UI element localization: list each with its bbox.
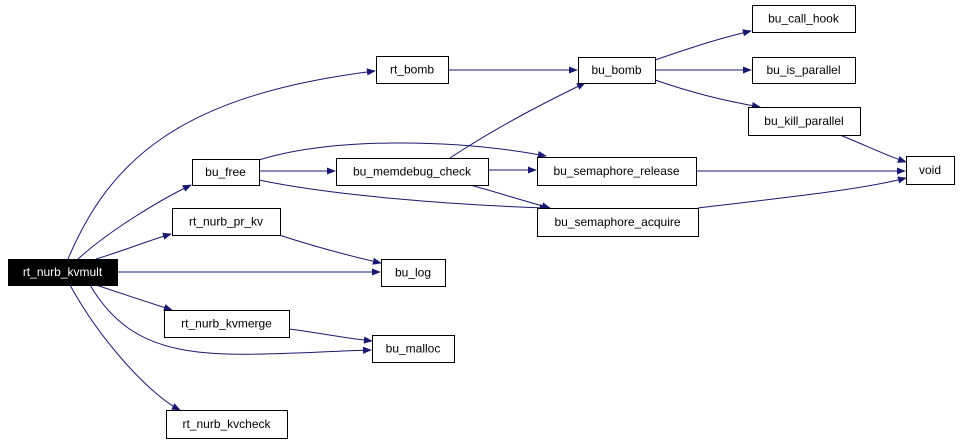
node-bu-call-hook[interactable]: bu_call_hook (752, 5, 856, 33)
node-box (578, 57, 656, 84)
edge-bu-free-to-bu-semaphore-release (258, 142, 547, 161)
node-bu-malloc[interactable]: bu_malloc (372, 335, 455, 363)
node-label: bu_kill_parallel (764, 114, 843, 128)
edge-bu-free-to-bu-semaphore-acquire (258, 179, 549, 212)
edge-bu-semaphore-acquire-to-void (697, 176, 907, 209)
edge-bu-bomb-to-bu-kill-parallel (654, 79, 761, 110)
node-rt-nurb-pr-kv[interactable]: rt_nurb_pr_kv (172, 208, 281, 236)
node-bu-memdebug-check[interactable]: bu_memdebug_check (336, 158, 489, 186)
node-box (192, 159, 260, 186)
edges-layer (67, 29, 907, 411)
node-bu-is-parallel[interactable]: bu_is_parallel (752, 57, 856, 84)
node-bu-free[interactable]: bu_free (192, 159, 260, 186)
node-box (8, 259, 118, 286)
node-label: rt_bomb (390, 63, 434, 77)
node-label: bu_call_hook (768, 12, 840, 26)
node-label: bu_is_parallel (766, 63, 840, 77)
node-label: rt_nurb_kvcheck (182, 417, 271, 431)
node-bu-kill-parallel[interactable]: bu_kill_parallel (748, 107, 861, 136)
node-bu-semaphore-release[interactable]: bu_semaphore_release (537, 157, 697, 186)
node-box (164, 310, 290, 338)
node-label: rt_nurb_pr_kv (189, 215, 263, 229)
node-box (752, 5, 856, 33)
node-box (537, 157, 697, 186)
edge-rt-nurb-kvmerge-to-bu-malloc (288, 328, 373, 344)
edge-bu-memdebug-check-to-bu-bomb (449, 82, 586, 159)
node-box (906, 156, 955, 185)
edge-bu-kill-parallel-to-void (839, 134, 907, 163)
node-label: bu_semaphore_acquire (554, 215, 680, 229)
node-void[interactable]: void (906, 156, 955, 185)
edge-rt-nurb-kvmult-to-bu-malloc (89, 284, 372, 355)
node-box (376, 56, 449, 84)
edge-bu-bomb-to-bu-call-hook (654, 29, 752, 61)
node-box (172, 208, 281, 236)
node-rt-bomb[interactable]: rt_bomb (376, 56, 449, 84)
node-box (748, 107, 861, 136)
node-label: rt_nurb_kvmult (23, 265, 103, 279)
node-rt-nurb-kvmerge[interactable]: rt_nurb_kvmerge (164, 310, 290, 338)
node-rt-nurb-kvcheck[interactable]: rt_nurb_kvcheck (166, 410, 288, 439)
node-box (537, 208, 699, 237)
node-label: bu_bomb (591, 63, 641, 77)
node-box (372, 335, 455, 363)
node-rt-nurb-kvmult[interactable]: rt_nurb_kvmult (8, 259, 118, 286)
node-bu-bomb[interactable]: bu_bomb (578, 57, 656, 84)
edge-bu-memdebug-check-to-bu-semaphore-acquire (469, 184, 551, 210)
node-label: void (919, 163, 941, 177)
node-label: bu_log (395, 266, 431, 280)
edge-rt-nurb-kvmult-to-rt-nurb-kvmerge (95, 284, 173, 311)
node-label: bu_semaphore_release (553, 164, 679, 178)
node-label: bu_malloc (386, 342, 441, 356)
node-label: bu_memdebug_check (353, 165, 472, 179)
node-label: bu_free (205, 165, 246, 179)
node-bu-semaphore-acquire[interactable]: bu_semaphore_acquire (537, 208, 699, 237)
edge-rt-nurb-kvmult-to-rt-nurb-pr-kv (95, 232, 172, 260)
node-box (336, 158, 489, 186)
node-box (381, 259, 446, 287)
nodes-layer: rt_nurb_kvmult rt_bomb bu_bomb bu_call_hook… (8, 5, 955, 439)
edge-rt-nurb-kvmult-to-rt-nurb-kvcheck (69, 284, 181, 411)
node-bu-log[interactable]: bu_log (381, 259, 446, 287)
node-box (166, 410, 288, 439)
node-label: rt_nurb_kvmerge (181, 317, 272, 331)
edge-rt-nurb-kvmult-to-bu-free (77, 184, 192, 260)
edge-rt-nurb-pr-kv-to-bu-log (278, 234, 382, 265)
node-box (752, 57, 856, 84)
edge-rt-nurb-kvmult-to-rt-bomb (67, 68, 376, 260)
